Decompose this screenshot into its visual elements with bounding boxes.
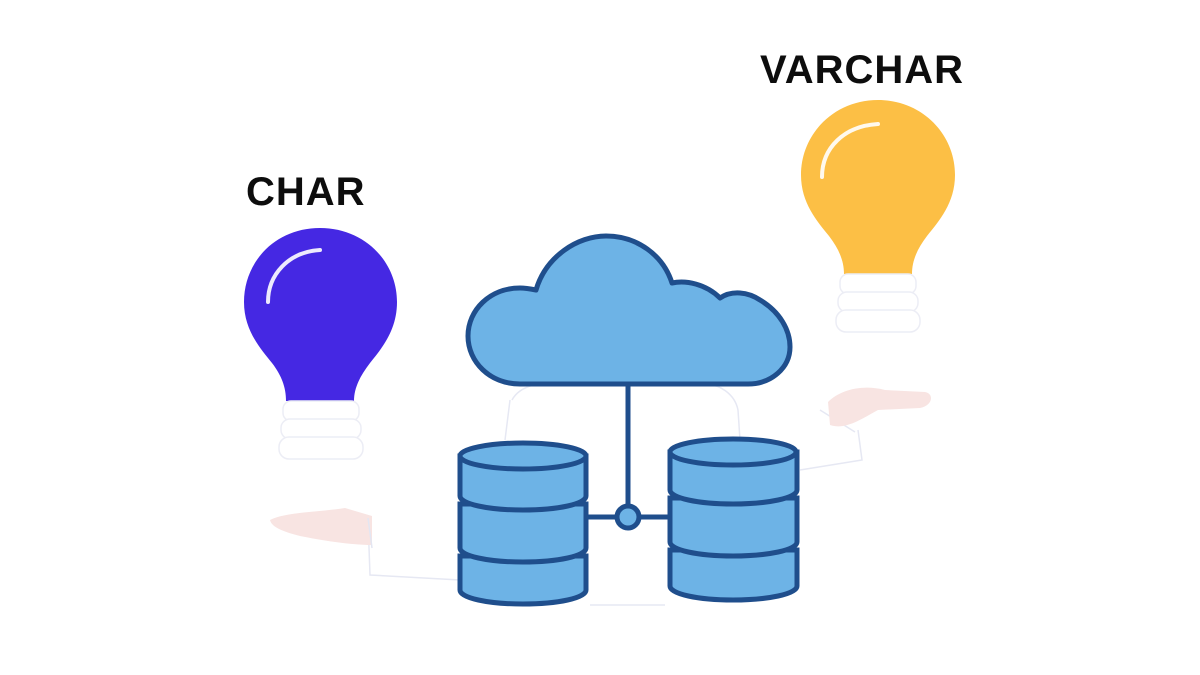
char-bulb-base <box>278 400 364 460</box>
char-bulb-glass <box>244 228 397 401</box>
left-database-icon <box>457 440 589 607</box>
varchar-bulb-highlight <box>820 122 880 179</box>
varchar-bulb-glass <box>801 100 955 274</box>
cloud-icon <box>465 233 793 387</box>
varchar-bulb-icon <box>801 100 955 333</box>
char-label: CHAR <box>246 170 366 214</box>
right-database-icon <box>667 436 800 603</box>
network-connectors <box>585 385 670 520</box>
varchar-label: VARCHAR <box>760 48 965 92</box>
connector-node <box>614 503 642 531</box>
right-hand <box>828 387 932 427</box>
left-hand <box>270 508 373 549</box>
varchar-bulb-base <box>835 273 921 333</box>
char-bulb-highlight <box>266 248 322 304</box>
char-bulb-icon <box>244 228 397 460</box>
